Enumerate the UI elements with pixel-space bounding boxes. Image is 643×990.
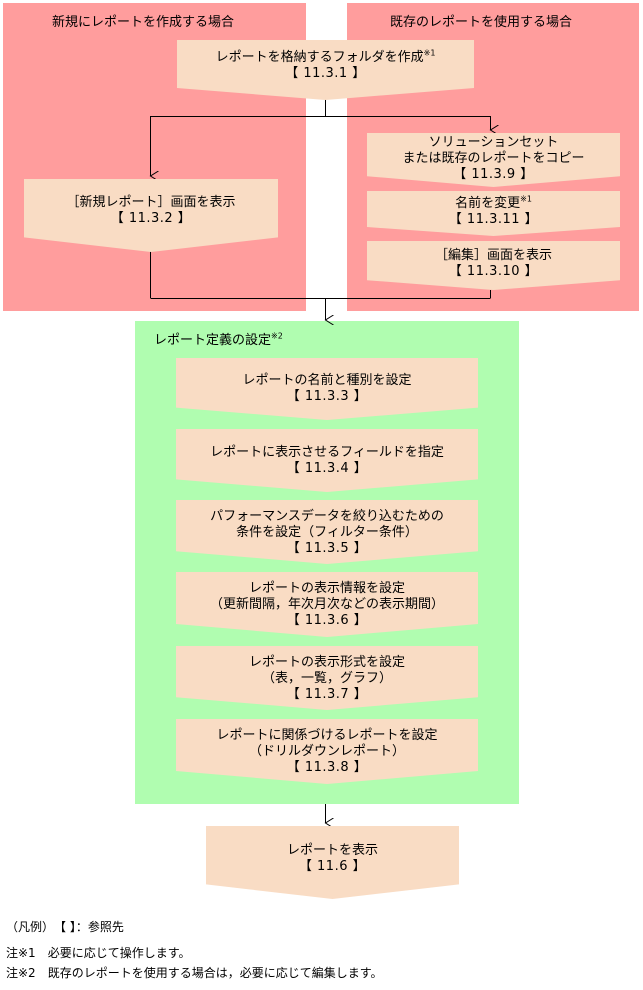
step-line: （更新間隔，年次月次などの表示期間） [209,597,444,612]
region-new-report-title: 新規にレポートを作成する場合 [52,15,235,30]
step-set-display-format: レポートの表示形式を設定 （表，一覧，グラフ） 【 11.3.7 】 [176,646,478,710]
step-show-report: レポートを表示 【 11.6 】 [206,826,459,899]
note-mark: ※1 [520,194,532,204]
step-ref: 【 11.3.8 】 [286,760,368,775]
region-definition-title: レポート定義の設定※2 [154,329,283,348]
step-line: レポートを格納するフォルダを作成 [215,50,424,65]
step-set-related: レポートに関係づけるレポートを設定 （ドリルダウンレポート） 【 11.3.8 … [176,719,478,784]
step-ref: 【 11.3.1 】 [285,66,366,81]
step-ref: 【 11.3.4 】 [286,461,368,476]
step-specify-fields: レポートに表示させるフィールドを指定 【 11.3.4 】 [176,429,478,492]
step-ref: 【 11.3.5 】 [286,541,368,556]
step-line: ［新規レポート］画面を表示 [66,195,236,210]
step-line: 名前を変更 [455,196,521,211]
step-create-folder: レポートを格納するフォルダを作成※1 【 11.3.1 】 [177,40,474,100]
step-line: または既存のレポートをコピー [402,151,585,166]
legend-note-2: 注※2 既存のレポートを使用する場合は，必要に応じて編集します。 [6,966,383,980]
step-line: ソリューションセット [428,135,559,150]
step-ref: 【 11.3.2 】 [110,211,192,226]
step-ref: 【 11.3.9 】 [453,167,534,182]
step-line: 条件を設定（フィルター条件） [236,525,418,540]
step-rename-text: 名前を変更※1 [455,194,532,212]
step-line: （表，一覧，グラフ） [261,671,392,686]
legend-title: （凡例） 【 】：参照先 [6,920,124,934]
step-ref: 【 11.3.10 】 [448,264,539,279]
step-line: レポートを表示 [286,843,378,858]
step-ref: 【 11.3.11 】 [448,212,539,227]
step-line: パフォーマンスデータを絞り込むための [210,509,444,524]
step-create-folder-text: レポートを格納するフォルダを作成※1 [215,48,436,66]
step-ref: 【 11.3.6 】 [286,613,368,628]
step-set-display-info: レポートの表示情報を設定 （更新間隔，年次月次などの表示期間） 【 11.3.6… [176,572,478,637]
step-copy-solution-set: ソリューションセット または既存のレポートをコピー 【 11.3.9 】 [367,133,620,187]
step-set-filter: パフォーマンスデータを絞り込むための 条件を設定（フィルター条件） 【 11.3… [176,500,478,564]
note-mark: ※1 [423,48,436,58]
region-existing-report-title: 既存のレポートを使用する場合 [390,15,573,30]
step-ref: 【 11.6 】 [298,859,367,874]
step-line: レポートの表示形式を設定 [248,655,405,670]
region-definition-title-text: レポート定義の設定 [154,333,272,348]
step-line: （ドリルダウンレポート） [248,744,405,759]
step-set-name-type: レポートの名前と種別を設定 【 11.3.3 】 [176,358,478,420]
step-rename: 名前を変更※1 【 11.3.11 】 [367,191,620,236]
step-show-edit: ［編集］画面を表示 【 11.3.10 】 [367,241,620,290]
step-line: ［編集］画面を表示 [434,248,552,263]
step-line: レポートに表示させるフィールドを指定 [210,445,444,460]
step-ref: 【 11.3.3 】 [286,389,368,404]
step-line: レポートの表示情報を設定 [248,581,405,596]
step-ref: 【 11.3.7 】 [286,687,368,702]
note-mark: ※2 [271,331,283,341]
step-show-new-report: ［新規レポート］画面を表示 【 11.3.2 】 [24,179,278,252]
step-line: レポートに関係づけるレポートを設定 [216,728,438,743]
legend-note-1: 注※1 必要に応じて操作します。 [6,946,191,960]
step-line: レポートの名前と種別を設定 [242,373,412,388]
